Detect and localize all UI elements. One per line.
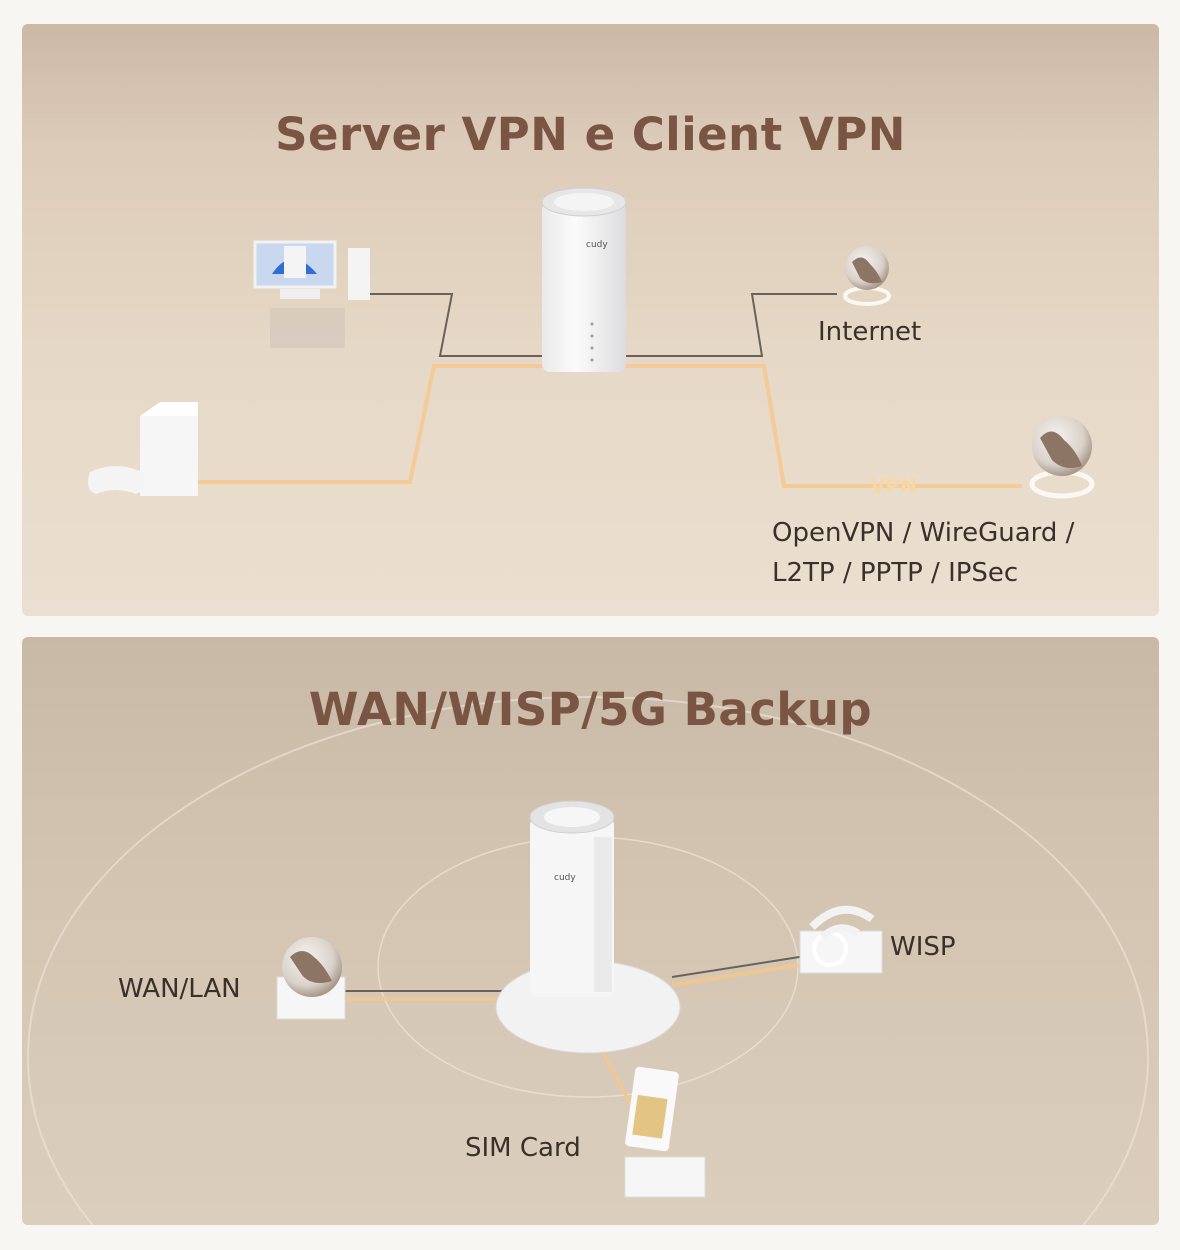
- cable-internet: [624, 293, 837, 357]
- protocols-line2: L2TP / PPTP / IPSec: [772, 558, 1019, 588]
- game-controller: [88, 466, 144, 494]
- router-logo: cudy: [586, 240, 608, 250]
- router-device: [541, 187, 627, 372]
- router-device-2: [529, 800, 615, 997]
- backup-title: WAN/WISP/5G Backup: [308, 683, 873, 736]
- internet-label: Internet: [818, 317, 922, 347]
- wisp-wifi-icon: [799, 905, 883, 974]
- ring-outer: [27, 696, 1149, 1225]
- protocols-line1: OpenVPN / WireGuard /: [772, 518, 1075, 548]
- wan-lan-label: WAN/LAN: [118, 974, 241, 1004]
- sim-card-icon: [624, 1066, 706, 1198]
- cable-wisp: [671, 954, 813, 978]
- cable-pc: [352, 293, 552, 357]
- vpn-title: Server VPN e Client VPN: [275, 108, 906, 161]
- backup-diagram: [27, 696, 1149, 1225]
- wan-globe: [276, 937, 346, 1020]
- backup-panel: WAN/WISP/5G Backup WAN/LAN WISP SIM Card…: [22, 637, 1159, 1225]
- router-logo-2: cudy: [554, 873, 576, 883]
- internet-globe: [843, 246, 891, 306]
- vpn-tag: VPN: [870, 474, 917, 498]
- cable-glow-vpn: [624, 364, 1022, 488]
- cable-glow-left: [192, 364, 547, 484]
- mini-router: [140, 402, 198, 496]
- vpn-diagram: [88, 187, 1095, 499]
- vpn-panel: Server VPN e Client VPN Internet VPN Ope…: [22, 24, 1159, 616]
- wisp-label: WISP: [890, 932, 956, 962]
- cable-sim: [598, 1046, 634, 1108]
- sim-card-label: SIM Card: [465, 1133, 581, 1163]
- vpn-globe: [1029, 416, 1095, 499]
- desktop-computer: [253, 240, 370, 348]
